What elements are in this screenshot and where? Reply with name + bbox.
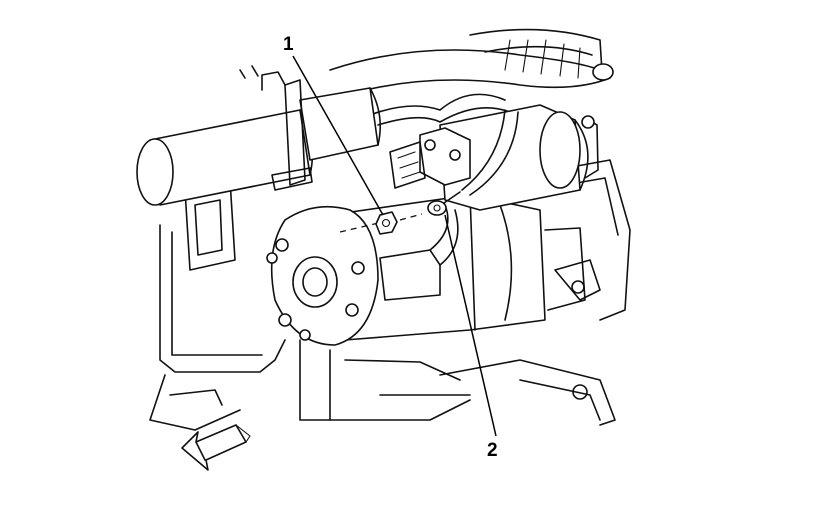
wiring-harness [239, 28, 614, 126]
tube-assembly [136, 79, 381, 206]
callout-1-label: 1 [283, 34, 294, 55]
callout-2: 2 [444, 214, 498, 461]
callout-2-label: 2 [487, 440, 498, 461]
starter-motor [266, 104, 601, 346]
starter-mounting-nut [339, 211, 423, 235]
starter-battery-cable-terminal [427, 191, 461, 216]
callout-1: 1 [283, 34, 384, 216]
forward-arrow-icon [181, 424, 251, 471]
